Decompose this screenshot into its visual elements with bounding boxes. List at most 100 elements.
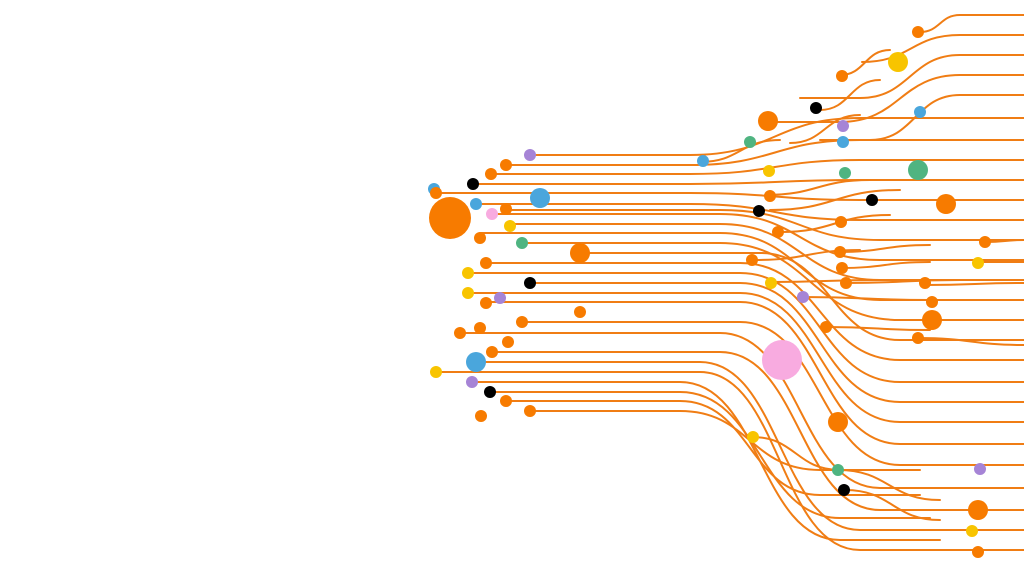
yellow-dot — [966, 525, 978, 537]
orange-dot — [764, 190, 776, 202]
orange-dot — [746, 254, 758, 266]
yellow-dot — [765, 277, 777, 289]
yellow-dot — [888, 52, 908, 72]
flow-line-fragment — [845, 279, 961, 284]
yellow-dot — [747, 431, 759, 443]
flow-line-fragment — [925, 282, 1024, 286]
black-dot — [753, 205, 765, 217]
pink-dot — [762, 340, 802, 380]
blue-dot — [837, 136, 849, 148]
flow-line-fragment — [769, 279, 881, 283]
flow-line — [505, 400, 921, 496]
flow-line — [471, 179, 1024, 185]
flow-line-fragment — [789, 114, 861, 144]
orange-dot — [912, 332, 924, 344]
black-dot — [524, 277, 536, 289]
flow-line — [484, 262, 1024, 361]
flow-line — [504, 139, 1024, 166]
orange-dot — [430, 187, 442, 199]
orange-dot — [475, 410, 487, 422]
flow-line — [509, 223, 1024, 281]
purple-dot — [524, 149, 536, 161]
flow-line — [489, 391, 931, 519]
flow-line — [519, 321, 1024, 466]
blue-dot — [466, 352, 486, 372]
flow-line-fragment — [819, 79, 881, 111]
orange-dot — [758, 111, 778, 131]
orange-dot — [502, 336, 514, 348]
orange-dot — [570, 243, 590, 263]
flow-line — [435, 371, 1024, 551]
orange-dot — [500, 203, 512, 215]
green-dot — [839, 167, 851, 179]
flow-line — [467, 292, 1024, 423]
flow-line-fragment — [839, 49, 891, 76]
flow-line-fragment — [801, 296, 931, 301]
green-dot — [908, 160, 928, 180]
orange-dot — [834, 246, 846, 258]
green-dot — [516, 237, 528, 249]
flow-line-fragment — [769, 189, 901, 211]
flow-line — [467, 272, 1024, 383]
orange-dot — [429, 197, 471, 239]
orange-dot — [979, 236, 991, 248]
flow-line-fragment — [837, 244, 931, 253]
orange-dot — [836, 70, 848, 82]
flow-line-fragment — [844, 489, 941, 521]
purple-dot — [494, 292, 506, 304]
orange-dot — [486, 346, 498, 358]
pink-dot — [486, 208, 498, 220]
purple-dot — [797, 291, 809, 303]
yellow-dot — [430, 366, 442, 378]
blue-dot — [470, 198, 482, 210]
flow-line — [759, 74, 1024, 123]
flow-line — [475, 361, 1024, 531]
flow-line — [435, 192, 1024, 201]
flow-line — [504, 209, 1024, 241]
flow-line-fragment — [699, 139, 781, 163]
orange-dot — [972, 546, 984, 558]
blue-dot — [914, 106, 926, 118]
flow-line-fragment — [751, 436, 841, 471]
orange-dot — [968, 500, 988, 520]
orange-dot — [474, 322, 486, 334]
flow-line-fragment — [839, 261, 931, 269]
green-dot — [744, 136, 756, 148]
flow-line — [485, 301, 1024, 445]
yellow-dot — [972, 257, 984, 269]
blue-dot — [697, 155, 709, 167]
orange-dot — [835, 216, 847, 228]
purple-dot — [974, 463, 986, 475]
orange-dot — [474, 232, 486, 244]
blue-dot — [530, 188, 550, 208]
orange-dot — [574, 306, 586, 318]
flow-line-fragment — [779, 214, 891, 233]
orange-dot — [516, 316, 528, 328]
flow-line — [459, 332, 1024, 489]
black-dot — [866, 194, 878, 206]
orange-dot — [485, 168, 497, 180]
purple-dot — [466, 376, 478, 388]
orange-dot — [480, 297, 492, 309]
black-dot — [838, 484, 850, 496]
black-dot — [484, 386, 496, 398]
yellow-dot — [504, 220, 516, 232]
flow-line — [861, 34, 1024, 63]
flow-line — [489, 159, 1024, 175]
dot-group — [428, 26, 991, 558]
flow-line-fragment — [764, 179, 871, 196]
yellow-dot — [763, 165, 775, 177]
orange-dot — [828, 412, 848, 432]
orange-dot — [480, 257, 492, 269]
flow-line — [919, 14, 1024, 33]
yellow-dot — [462, 287, 474, 299]
flow-line-fragment — [837, 469, 941, 501]
flow-line — [491, 351, 1024, 511]
orange-dot — [926, 296, 938, 308]
orange-dot — [820, 321, 832, 333]
flow-line-fragment — [825, 326, 931, 331]
orange-dot — [500, 159, 512, 171]
flow-line — [491, 213, 1024, 261]
orange-dot — [772, 226, 784, 238]
